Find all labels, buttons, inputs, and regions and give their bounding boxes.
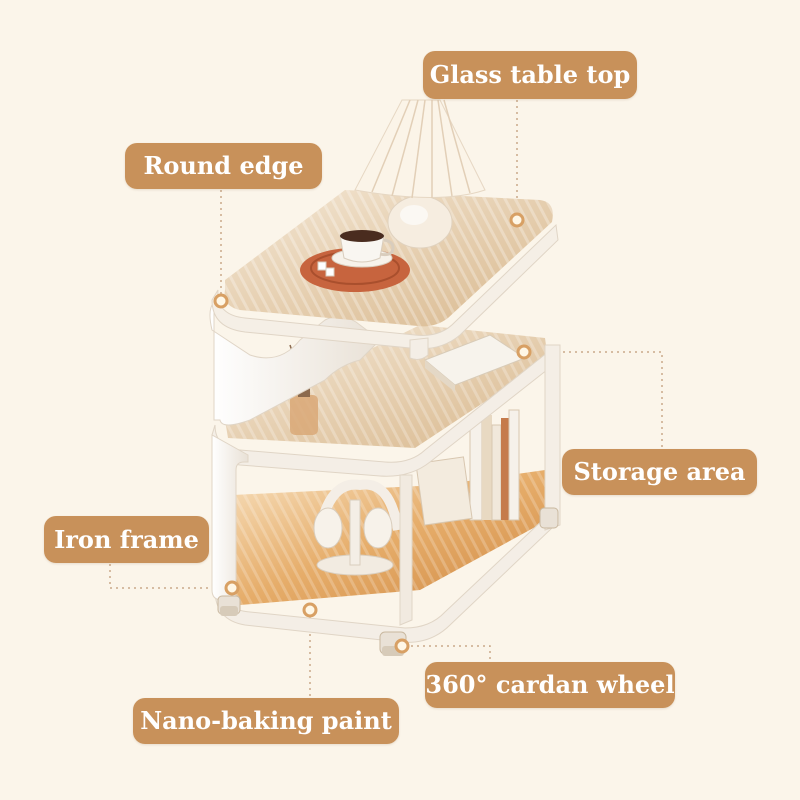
dot-round: [213, 293, 229, 309]
marker-dots: [213, 212, 532, 654]
cardan-wheel-label: 360° cardan wheel: [425, 662, 675, 708]
nano-baking-paint-label: Nano-baking paint: [133, 698, 399, 744]
dot-storage: [516, 344, 532, 360]
dot-iron: [224, 580, 240, 596]
leader-iron: [109, 564, 232, 589]
dot-glass: [509, 212, 525, 228]
leader-storage: [527, 351, 663, 448]
table-lamp-icon: [354, 99, 486, 249]
headphones-stand-icon: [313, 479, 403, 576]
storage-area-label: Storage area: [562, 449, 757, 495]
iron-frame-label: Iron frame: [44, 516, 209, 563]
books-icon: [415, 409, 520, 526]
dot-nano: [302, 602, 318, 618]
leader-wheel: [405, 645, 491, 660]
glass-table-top-label: Glass table top: [423, 51, 637, 99]
dot-wheel: [394, 638, 410, 654]
leader-lines: [109, 100, 663, 697]
round-edge-label: Round edge: [125, 143, 322, 189]
coffee-cup-icon: [300, 230, 410, 292]
